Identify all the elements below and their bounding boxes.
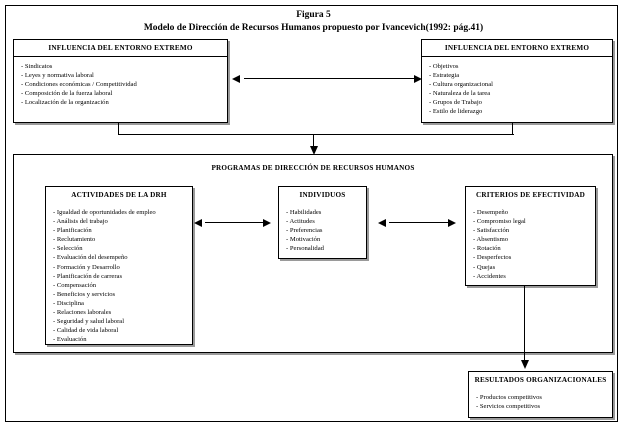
individuals-criteria-arrow-left (378, 219, 386, 227)
list-item: Desempeño (473, 208, 595, 217)
list-item: Evaluación (53, 335, 192, 344)
list-item: Planificación de carreras (53, 272, 192, 281)
individuals-criteria-line (389, 222, 450, 224)
list-item: Igualdad de oportunidades de empleo (53, 208, 192, 217)
list-item: Estrategia (429, 71, 612, 80)
list-item: Relaciones laborales (53, 308, 192, 317)
list-item: Accidentes (473, 272, 595, 281)
list-item: Quejas (473, 263, 595, 272)
individuals-title: INDIVIDUOS (299, 191, 346, 199)
env-bracket-line (118, 134, 514, 136)
individuals-box: INDIVIDUOS Habilidades Actitudes Prefere… (278, 186, 367, 259)
programs-title: PROGRAMAS DE DIRECCIÓN DE RECURSOS HUMAN… (211, 164, 415, 172)
env-left-drop-line (118, 123, 120, 135)
environment-left-title: INFLUENCIA DEL ENTORNO EXTREMO (14, 40, 227, 57)
criteria-results-arrow (521, 360, 529, 369)
list-item: Servicios competitivos (476, 402, 612, 411)
environment-left-box: INFLUENCIA DEL ENTORNO EXTREMO Sindicato… (13, 39, 228, 123)
list-item: Leyes y normativa laboral (21, 71, 227, 80)
results-list: Productos competitivos Servicios competi… (469, 388, 612, 415)
list-item: Reclutamiento (53, 235, 192, 244)
list-item: Calidad de vida laboral (53, 326, 192, 335)
list-item: Habilidades (286, 208, 366, 217)
environment-left-list: Sindicatos Leyes y normativa laboral Con… (14, 57, 227, 111)
activities-individuals-arrow-left (194, 219, 202, 227)
list-item: Localización de la organización (21, 98, 227, 107)
list-item: Satisfacción (473, 226, 595, 235)
list-item: Motivación (286, 235, 366, 244)
programs-feed-line (313, 134, 315, 148)
list-item: Rotación (473, 244, 595, 253)
criteria-box: CRITERIOS DE EFECTIVIDAD Desempeño Compr… (465, 186, 596, 286)
list-item: Disciplina (53, 299, 192, 308)
list-item: Condiciones económicas / Competitividad (21, 80, 227, 89)
activities-individuals-line (205, 222, 265, 224)
list-item: Análisis del trabajo (53, 217, 192, 226)
activities-individuals-arrow-right (263, 219, 271, 227)
list-item: Cultura organizacional (429, 80, 612, 89)
results-box: RESULTADOS ORGANIZACIONALES Productos co… (468, 371, 613, 418)
environment-right-list: Objetivos Estrategia Cultura organizacio… (422, 57, 612, 121)
individuals-criteria-arrow-right (448, 219, 456, 227)
activities-title: ACTIVIDADES DE LA DRH (71, 191, 167, 199)
env-connector-arrow-left (232, 75, 240, 83)
list-item: Desperfectos (473, 253, 595, 262)
list-item: Evaluación del desempeño (53, 253, 192, 262)
list-item: Selección (53, 244, 192, 253)
list-item: Beneficios y servicios (53, 290, 192, 299)
list-item: Estilo de liderazgo (429, 107, 612, 116)
programs-feed-arrow (310, 146, 318, 155)
env-connector-arrow-right (414, 75, 422, 83)
criteria-list: Desempeño Compromiso legal Satisfacción … (466, 203, 595, 285)
list-item: Formación y Desarrollo (53, 263, 192, 272)
list-item: Compromiso legal (473, 217, 595, 226)
list-item: Personalidad (286, 244, 366, 253)
list-item: Productos competitivos (476, 393, 612, 402)
env-connector-line (244, 78, 416, 80)
environment-right-title: INFLUENCIA DEL ENTORNO EXTREMO (422, 40, 612, 57)
results-title: RESULTADOS ORGANIZACIONALES (474, 376, 607, 384)
list-item: Actitudes (286, 217, 366, 226)
list-item: Composición de la fuerza laboral (21, 89, 227, 98)
environment-right-box: INFLUENCIA DEL ENTORNO EXTREMO Objetivos… (421, 39, 613, 123)
list-item: Seguridad y salud laboral (53, 317, 192, 326)
list-item: Compensación (53, 281, 192, 290)
figure-label: Figura 5 (296, 10, 331, 20)
criteria-title: CRITERIOS DE EFECTIVIDAD (475, 191, 586, 199)
figure-caption: Modelo de Dirección de Recursos Humanos … (143, 22, 484, 33)
figure-frame: Figura 5 Modelo de Dirección de Recursos… (5, 5, 618, 422)
list-item: Objetivos (429, 62, 612, 71)
list-item: Naturaleza de la tarea (429, 89, 612, 98)
list-item: Absentismo (473, 235, 595, 244)
activities-box: ACTIVIDADES DE LA DRH Igualdad de oportu… (45, 186, 193, 345)
criteria-results-line (524, 286, 526, 362)
env-right-drop-line (512, 123, 514, 135)
list-item: Preferencias (286, 226, 366, 235)
list-item: Sindicatos (21, 62, 227, 71)
activities-list: Igualdad de oportunidades de empleo Anál… (46, 203, 192, 348)
individuals-list: Habilidades Actitudes Preferencias Motiv… (279, 203, 366, 257)
list-item: Planificación (53, 226, 192, 235)
list-item: Grupos de Trabajo (429, 98, 612, 107)
figure-title: Figura 5 Modelo de Dirección de Recursos… (1, 9, 625, 34)
